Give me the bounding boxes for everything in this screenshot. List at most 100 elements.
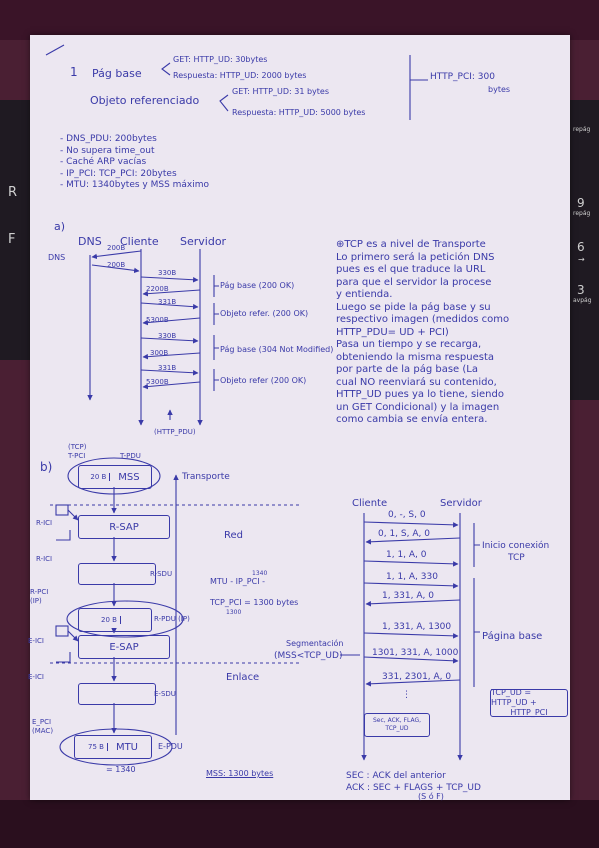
- rpdu-label: R-PDU (IP): [154, 615, 190, 623]
- esdu-label: E-SDU: [154, 690, 176, 698]
- key-3-sub: avpág: [573, 297, 592, 304]
- paper-sheet: 1 Pág base GET: HTTP_UD: 30bytes Respues…: [28, 35, 570, 801]
- msg-a-6: 330B: [158, 332, 177, 340]
- objeto-get: GET: HTTP_UD: 31 bytes: [232, 87, 329, 96]
- epdu-label: E-PDU: [158, 742, 183, 751]
- keyboard-left: [0, 100, 30, 360]
- red-label: Red: [224, 530, 243, 541]
- explanation-line: ⊕TCP es a nivel de Transporte: [336, 239, 486, 250]
- assumption-item: - DNS_PDU: 200bytes: [60, 134, 157, 144]
- note-a-1: Objeto refer. (200 OK): [220, 309, 309, 318]
- http-pci-unit: bytes: [488, 85, 511, 94]
- rsap-label: R-SAP: [109, 521, 139, 533]
- tcp-label: (TCP): [68, 443, 87, 451]
- tcp-ud-box: TCP_UD = HTTP_UD + HTTP_PCI: [490, 688, 568, 717]
- explanation-line: HTTP_UD pues ya lo tiene, siendo: [336, 389, 504, 400]
- background-top: [0, 0, 599, 40]
- objeto-resp: Respuesta: HTTP_UD: 5000 bytes: [232, 108, 366, 117]
- explanation-line: y entienda.: [336, 289, 393, 300]
- eici-label: E-ICI: [28, 637, 44, 645]
- legend-sec: SEC : ACK del anterior: [346, 771, 446, 781]
- pag-base-label: Pág base: [92, 67, 142, 80]
- part1-number: 1: [70, 65, 78, 79]
- assumptions-list: - DNS_PDU: 200bytes - No supera time_out…: [60, 134, 209, 192]
- enlace-label: Enlace: [226, 672, 260, 683]
- mtu-calc-2: TCP_PCI = 1300 bytes: [210, 598, 299, 607]
- tpdu-label: T-PDU: [120, 452, 141, 460]
- legend-sf: (S ó F): [418, 792, 444, 801]
- mss-box-label: MSS: [118, 471, 140, 483]
- tcp-msg: 1, 1, A, 0: [386, 550, 427, 560]
- explanation-line: cual NO reenviará su contenido,: [336, 376, 497, 388]
- http-pci: HTTP_PCI: 300: [430, 72, 495, 82]
- explanation-line: respectivo imagen (medidos como: [336, 314, 510, 325]
- transporte-label: Transporte: [182, 472, 230, 482]
- msg-a-0: 200B: [107, 244, 126, 252]
- rsap-box: R-SAP: [78, 515, 170, 539]
- explanation-line: Lo primero será la petición DNS: [336, 251, 495, 263]
- key-6-sub: →: [578, 255, 585, 264]
- key-r: R: [8, 185, 18, 200]
- tcp-note-tcp: TCP: [508, 553, 525, 563]
- mss-prefix: 20 B: [90, 473, 111, 481]
- col-dns: DNS: [78, 235, 102, 248]
- explanation-line: Luego se pide la pág base y su: [336, 301, 491, 313]
- msg-a-7: 300B: [150, 349, 169, 357]
- rsdu-label: R-SDU: [150, 570, 173, 578]
- diagram-lines: [45, 44, 480, 766]
- explanation-line: HTTP_PDU= UD + PCI): [336, 326, 449, 338]
- explanation-a: ⊕TCP es a nivel de Transporte Lo primero…: [336, 239, 509, 427]
- key-9: 9: [577, 196, 585, 210]
- assumption-item: - Caché ARP vacías: [60, 157, 147, 167]
- rici-label: R-ICI: [36, 519, 53, 527]
- mtu-calc-bot: 1300: [226, 609, 242, 616]
- rici2-label: R-ICI: [36, 555, 53, 563]
- keyboard-right: [570, 100, 599, 400]
- explanation-line: por parte de la pág base (La: [336, 364, 478, 375]
- explanation-line: pues es el que traduce la URL: [336, 264, 486, 275]
- tpci-label: T-PCI: [68, 452, 86, 460]
- tcp-note-inicio: Inicio conexión: [482, 541, 550, 551]
- msg-a-8: 331B: [158, 364, 177, 372]
- rpci-ip-label: (IP): [30, 597, 42, 605]
- assumption-item: - No supera time_out: [60, 145, 155, 156]
- tcp-msg: 1, 331, A, 0: [382, 591, 434, 601]
- tcp-note-pagina: Página base: [482, 631, 543, 642]
- epci-mac-label: (MAC): [32, 727, 54, 735]
- tcp-msg: 1301, 331, A, 1000: [372, 648, 459, 658]
- pag-base-get: GET: HTTP_UD: 30bytes: [173, 55, 268, 64]
- tcp-col-cliente: Cliente: [352, 498, 388, 509]
- msg-a-9: 5300B: [146, 378, 169, 386]
- esap-label: E-SAP: [109, 641, 139, 653]
- msg-a-4: 331B: [158, 298, 177, 306]
- mtu-prefix: 75 B: [88, 743, 108, 751]
- rpci-label: R-PCI: [30, 588, 49, 596]
- mtu-box: 75 B MTU: [74, 735, 152, 759]
- tcp-msg: 0, 1, S, A, 0: [378, 529, 430, 539]
- explanation-line: un GET Condicional) y la imagen: [336, 401, 500, 413]
- mtu-box-label: MTU: [115, 741, 138, 753]
- note-a-2: Pág base (304 Not Modified): [220, 345, 334, 354]
- mtu-calc-1: MTU - IP_PCI -: [210, 577, 265, 586]
- tcp-msg: 1, 1, A, 330: [386, 572, 438, 582]
- seg-cond: (MSS<TCP_UD): [274, 651, 343, 661]
- explanation-line: Pasa un tiempo y se recarga,: [336, 339, 482, 350]
- esdu-box: [78, 683, 156, 705]
- mtu-calc-top: 1340: [252, 570, 268, 577]
- eici2-label: E-ICI: [28, 673, 44, 681]
- key-repag: repág: [573, 126, 591, 133]
- explanation-line: obteniendo la misma respuesta: [336, 351, 495, 363]
- epci-label: E_PCI: [32, 718, 52, 726]
- dns-side-label: DNS: [48, 253, 66, 262]
- objeto-label: Objeto referenciado: [90, 94, 200, 107]
- key-f: F: [8, 232, 16, 247]
- col-servidor: Servidor: [180, 235, 227, 248]
- tcp-ud-line: HTTP_PCI: [510, 708, 548, 717]
- tcp-msg: 1, 331, A, 1300: [382, 622, 452, 632]
- msg-a-3: 2200B: [146, 285, 169, 293]
- msg-a-2: 330B: [158, 269, 177, 277]
- rsdu-box: [78, 563, 156, 585]
- assumption-item: - IP_PCI: TCP_PCI: 20bytes: [60, 168, 177, 179]
- key-9-sub: repág: [573, 210, 591, 217]
- part-a-label: a): [54, 220, 66, 233]
